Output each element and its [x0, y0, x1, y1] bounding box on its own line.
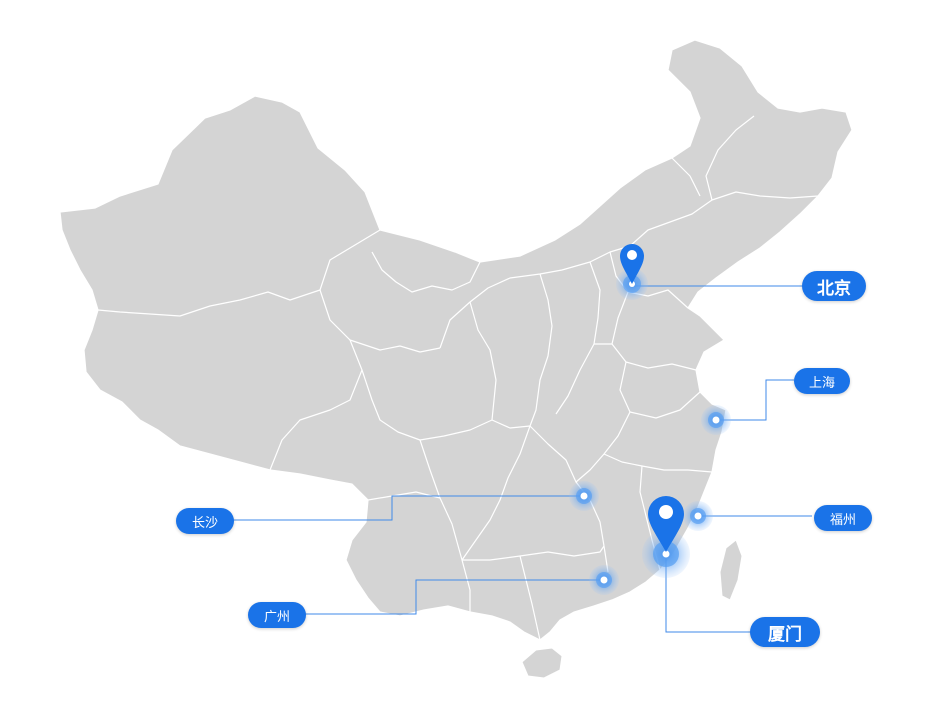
location-dot-icon — [694, 512, 702, 520]
marker-guangzhou[interactable] — [589, 565, 619, 595]
city-label-changsha[interactable]: 长沙 — [176, 508, 234, 534]
location-dot-icon — [662, 550, 670, 558]
city-label-xiamen[interactable]: 厦门 — [750, 617, 820, 647]
leader-line-changsha — [232, 495, 584, 521]
city-label-beijing[interactable]: 北京 — [802, 271, 866, 301]
city-label-guangzhou[interactable]: 广州 — [248, 602, 306, 628]
map-pin-icon — [620, 244, 644, 284]
marker-shanghai[interactable] — [701, 405, 731, 435]
city-label-shanghai[interactable]: 上海 — [794, 368, 850, 394]
hainan-island — [521, 647, 563, 679]
marker-xiamen[interactable] — [642, 530, 690, 578]
location-dot-icon — [600, 576, 608, 584]
leader-line-guangzhou — [304, 579, 604, 615]
marker-changsha[interactable] — [569, 481, 599, 511]
leader-line-xiamen — [665, 556, 752, 633]
city-label-fuzhou[interactable]: 福州 — [814, 505, 872, 531]
location-dot-icon — [580, 492, 588, 500]
marker-fuzhou[interactable] — [683, 501, 713, 531]
location-dot-icon — [712, 416, 720, 424]
taiwan-island — [719, 539, 743, 601]
map-pin-icon — [648, 496, 684, 552]
leader-line-shanghai — [716, 379, 794, 421]
leader-lines — [232, 285, 812, 633]
